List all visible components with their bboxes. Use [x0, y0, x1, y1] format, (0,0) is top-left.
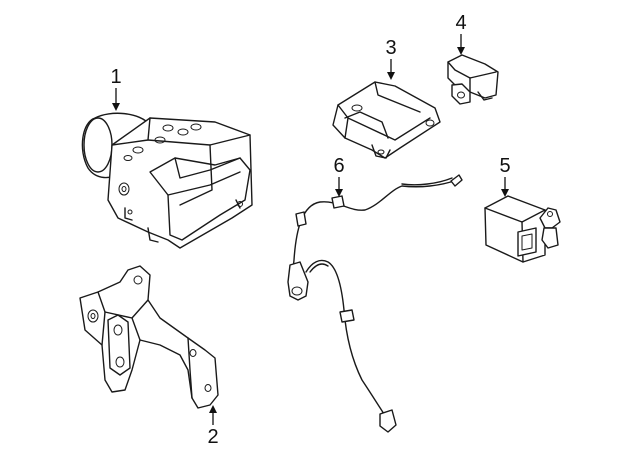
part-3-control-module[interactable] [332, 81, 441, 159]
part-5-relay[interactable] [484, 195, 561, 263]
part-4-sensor[interactable] [447, 54, 499, 105]
callout-label-2: 2 [207, 426, 218, 448]
part-1-abs-modulator[interactable] [81, 112, 253, 249]
callout-3: 3 [385, 37, 397, 80]
callout-1: 1 [110, 66, 122, 111]
callout-label-1: 1 [110, 66, 121, 88]
callout-label-6: 6 [333, 155, 344, 177]
callout-label-3: 3 [385, 37, 396, 59]
callout-5: 5 [499, 155, 511, 197]
callout-4: 4 [455, 12, 467, 55]
part-6-wire-harness[interactable] [287, 174, 463, 433]
callout-label-5: 5 [499, 155, 510, 177]
callout-label-4: 4 [455, 12, 466, 34]
part-2-mounting-bracket[interactable] [79, 265, 219, 409]
callout-6: 6 [333, 155, 345, 197]
callout-2: 2 [207, 405, 219, 448]
